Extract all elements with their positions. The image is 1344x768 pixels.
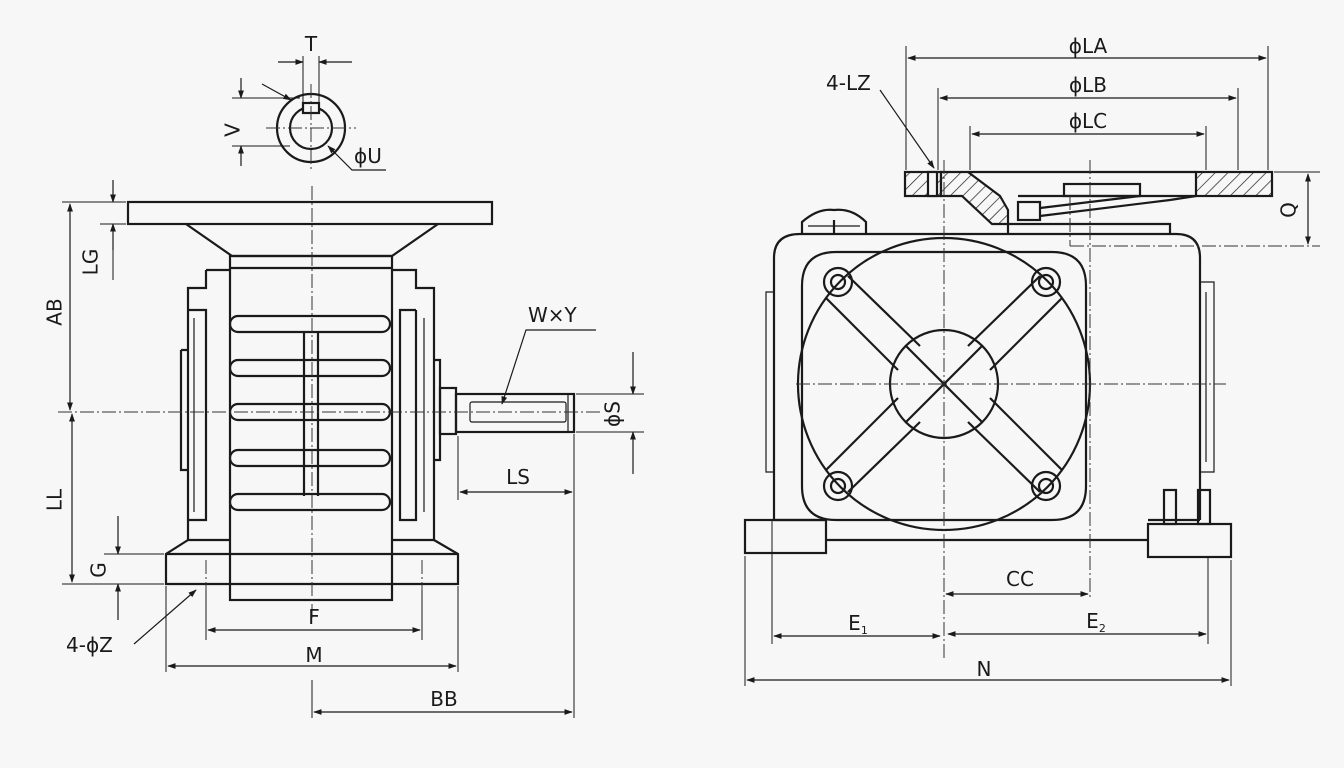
label-lg: LG (79, 249, 103, 276)
label-ll: LL (43, 488, 67, 511)
label-q: Q (1277, 202, 1301, 218)
label-f: F (308, 605, 320, 629)
label-ab: AB (43, 298, 67, 325)
output-flange-right (1194, 170, 1274, 198)
label-la: ϕLA (1069, 34, 1108, 58)
label-e2: E2 (1086, 609, 1106, 635)
end-cover (800, 250, 1088, 522)
label-lc: ϕLC (1069, 109, 1107, 133)
label-bb: BB (430, 687, 457, 711)
side-view (58, 186, 600, 620)
worm-wheel-body (228, 254, 394, 602)
left-dimensions (62, 180, 644, 718)
label-ls: LS (506, 465, 530, 489)
label-s: ϕS (601, 401, 625, 427)
label-u: ϕU (354, 144, 382, 168)
label-g: G (87, 562, 111, 578)
label-cc: CC (1006, 567, 1034, 591)
gearbox-housing (772, 232, 1202, 520)
front-view (743, 160, 1320, 660)
foot-left (743, 518, 828, 555)
output-shaft (454, 392, 576, 434)
keyway-detail (232, 56, 386, 172)
label-v: V (221, 123, 245, 137)
label-n: N (977, 657, 992, 681)
label-lb: ϕLB (1069, 73, 1107, 97)
label-4z: 4-ϕZ (66, 633, 113, 657)
worm-threads (228, 314, 392, 512)
dimension-labels: T V ϕU LG AB LL G 4-ϕZ F M BB W×Y ϕS LS … (43, 32, 1301, 711)
shaft-collar (438, 386, 458, 436)
right-dimensions (744, 46, 1320, 686)
label-m: M (305, 643, 322, 667)
bolt-holes (822, 266, 1062, 502)
label-t: T (304, 32, 318, 56)
foot-right (1146, 522, 1233, 559)
vent-plug (800, 208, 868, 234)
label-wy: W×Y (528, 303, 578, 327)
label-4lz: 4-LZ (826, 71, 871, 95)
top-flange (126, 200, 494, 226)
label-e1: E1 (848, 611, 868, 637)
